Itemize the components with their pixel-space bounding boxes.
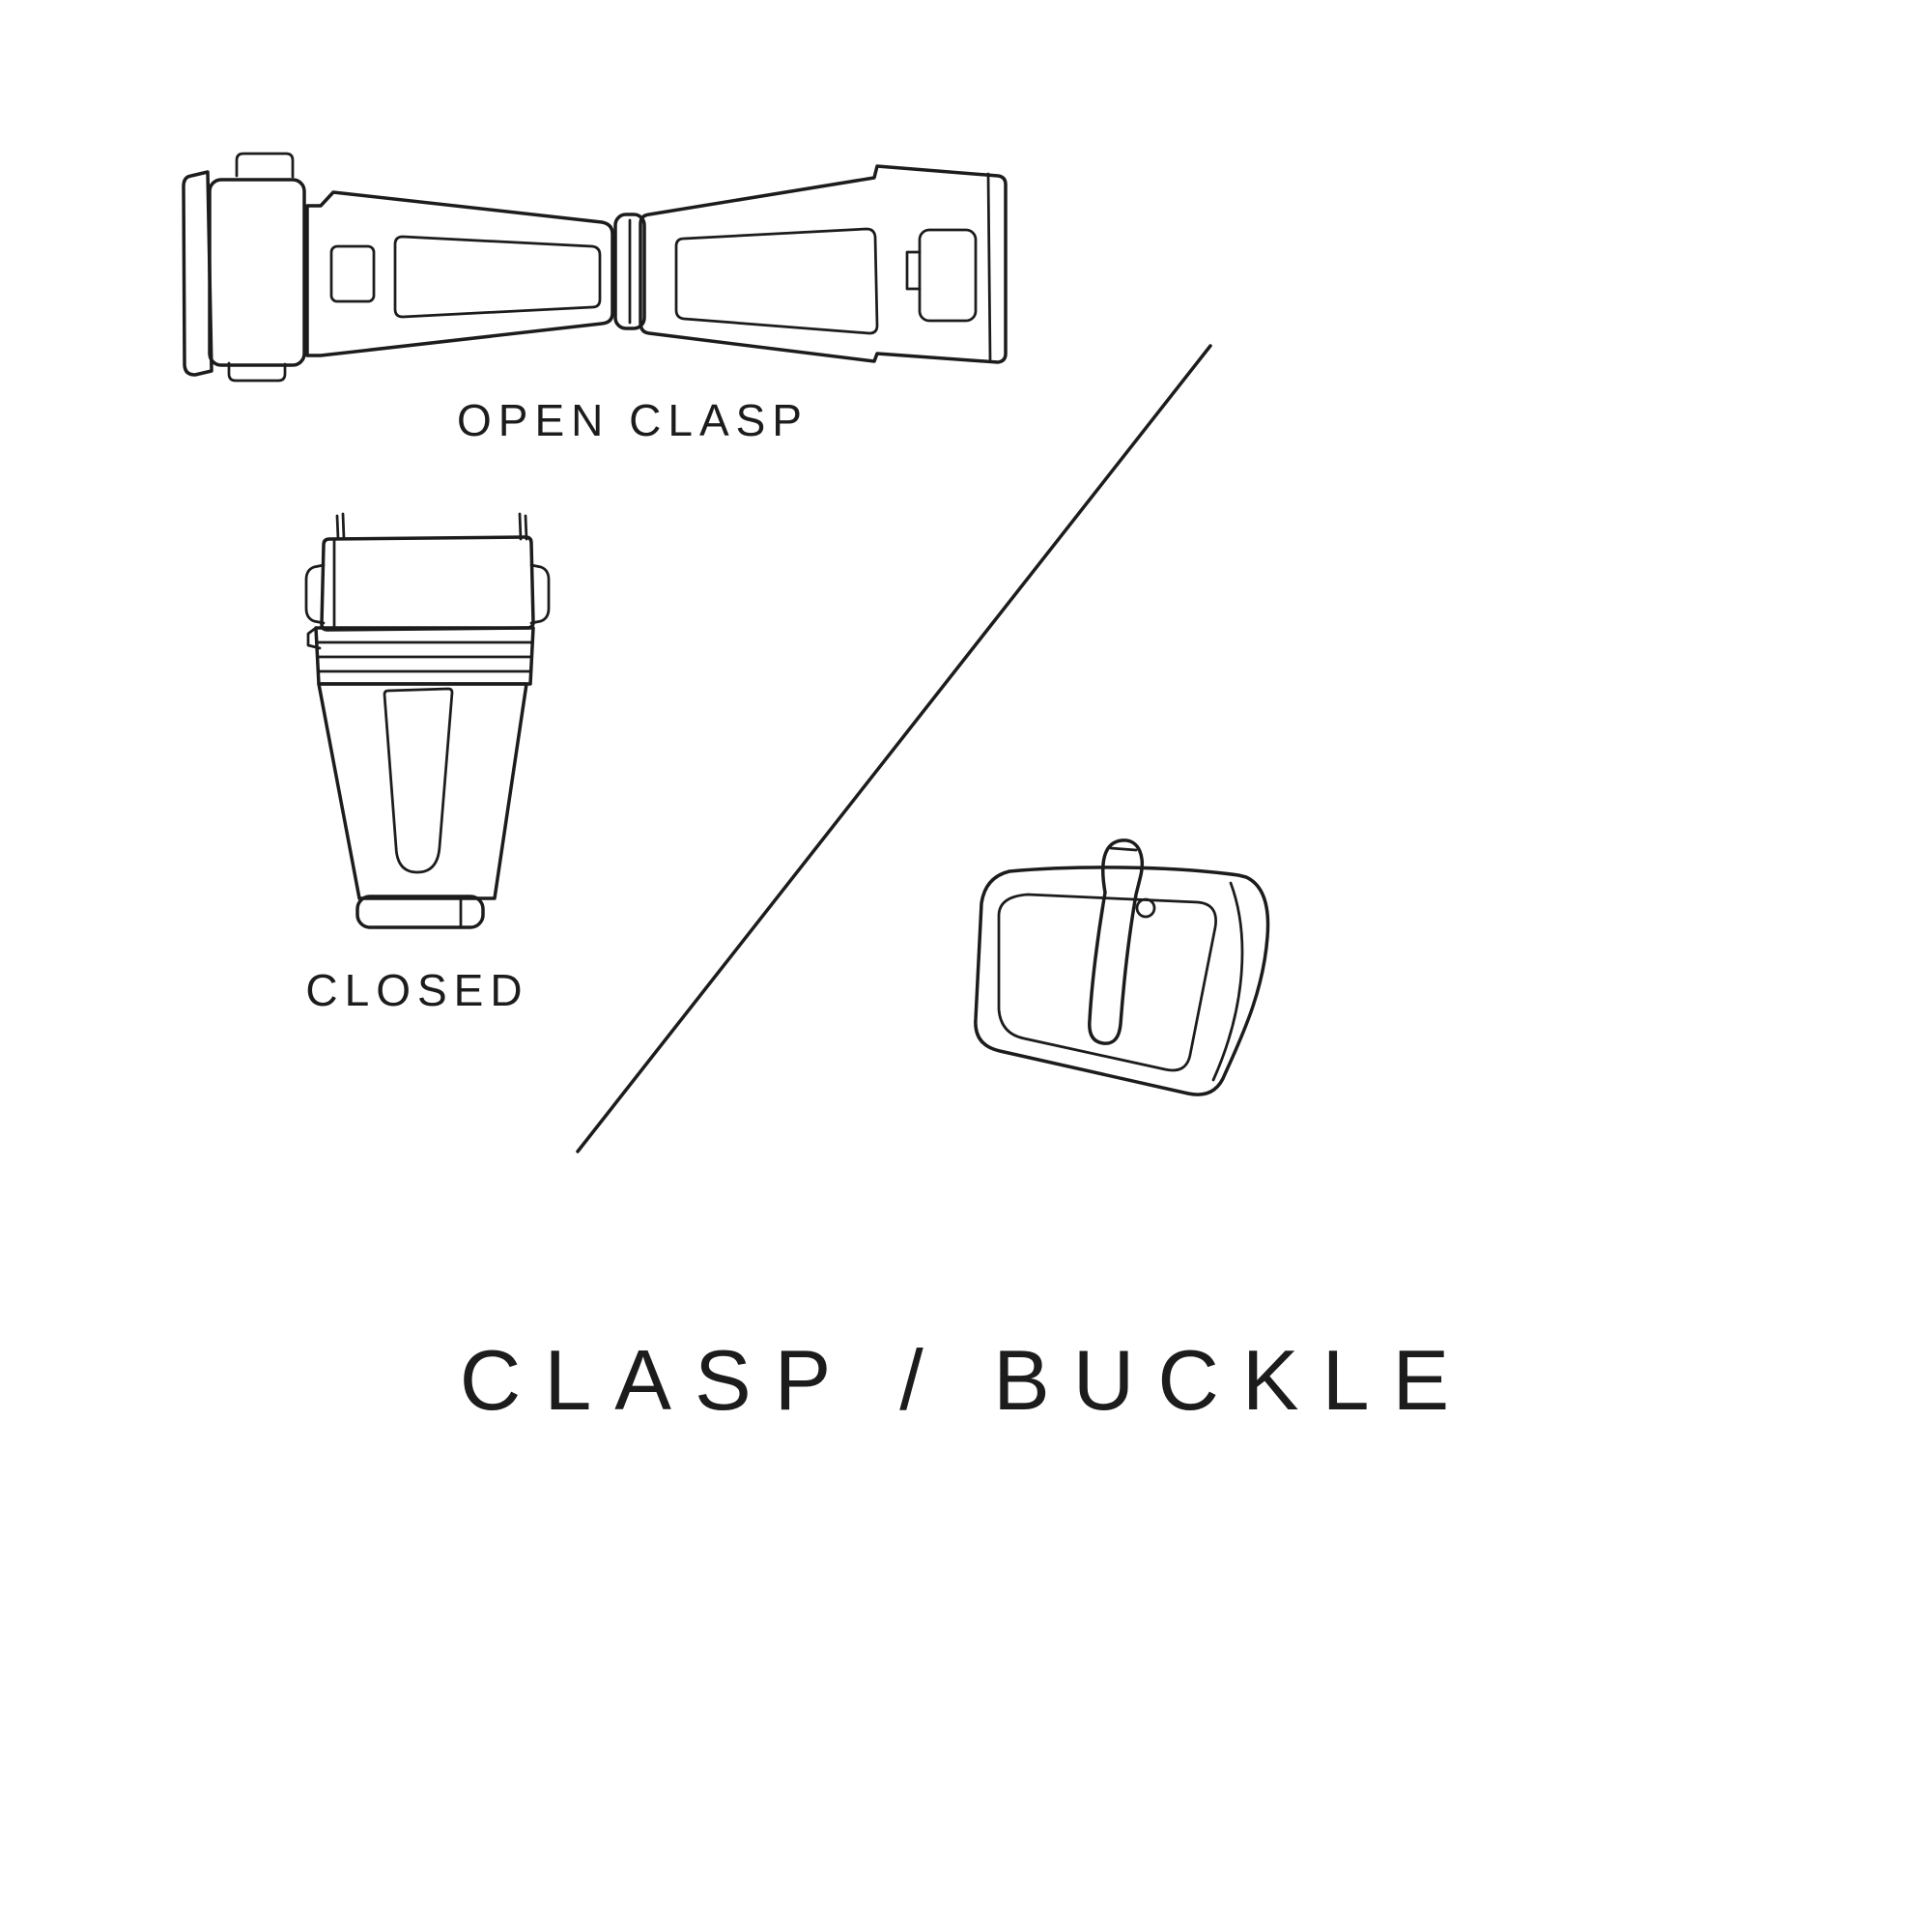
closed-clasp-label: CLOSED	[305, 965, 529, 1015]
open-clasp-label: OPEN CLASP	[457, 395, 809, 445]
closed-clasp-illustration	[304, 512, 551, 929]
page-title: CLASP / BUCKLE	[459, 1332, 1473, 1428]
open-clasp-illustration	[182, 152, 1008, 383]
pin-buckle-illustration	[974, 838, 1270, 1096]
